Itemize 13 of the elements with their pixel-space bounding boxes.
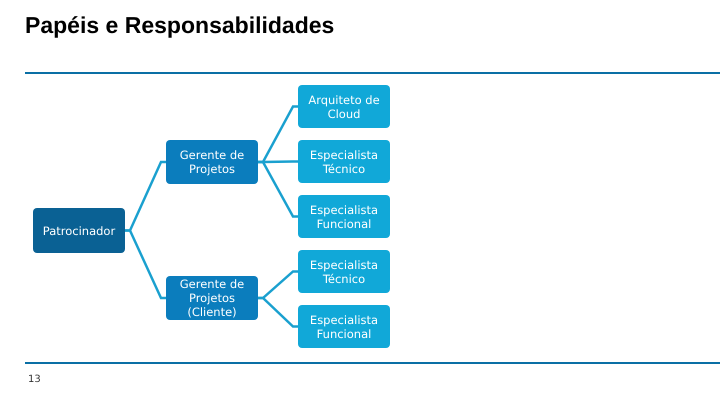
- connector-line: [258, 160, 298, 218]
- connector-line: [125, 229, 166, 300]
- page-number: 13: [28, 374, 41, 385]
- role-box: Especialista Funcional: [298, 195, 390, 238]
- role-box: Gerente de Projetos: [166, 140, 258, 184]
- role-box: Especialista Técnico: [298, 250, 390, 293]
- role-box: Especialista Funcional: [298, 305, 390, 348]
- role-box: Arquiteto de Cloud: [298, 85, 390, 128]
- slide-title: Papéis e Responsabilidades: [25, 12, 334, 39]
- connector-line: [258, 296, 298, 328]
- role-box: Especialista Técnico: [298, 140, 390, 183]
- role-box: Gerente de Projetos (Cliente): [166, 276, 258, 320]
- role-box: Patrocinador: [33, 208, 125, 253]
